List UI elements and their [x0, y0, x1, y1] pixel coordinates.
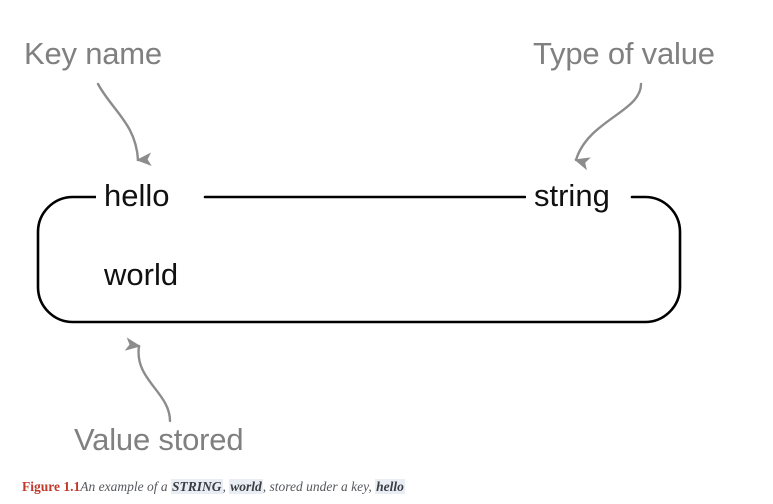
- caption-code-string: STRING: [170, 479, 223, 494]
- value-container-outline: [36, 195, 682, 324]
- stored-value-label: world: [96, 259, 187, 290]
- caption-text-part-2: ,: [222, 479, 230, 494]
- caption-figure-number: Figure 1.1: [22, 479, 81, 494]
- figure-caption: Figure 1.1An example of a STRING, world,…: [22, 479, 405, 495]
- key-name-value: hello: [96, 180, 178, 211]
- caption-code-hello: hello: [375, 479, 405, 494]
- arrow-type-of-value-to-string: [574, 82, 643, 171]
- caption-code-world: world: [229, 479, 263, 494]
- annotation-label-key-name: Key name: [24, 36, 162, 71]
- value-type-label: string: [526, 180, 618, 211]
- annotation-label-type-of-value: Type of value: [533, 36, 715, 71]
- arrow-key-name-to-hello: [96, 82, 152, 166]
- caption-text-part-3: , stored under a key,: [262, 479, 376, 494]
- arrow-value-stored-to-box: [124, 337, 172, 423]
- caption-text-part-1: An example of a: [80, 479, 171, 494]
- annotation-label-value-stored: Value stored: [74, 422, 244, 457]
